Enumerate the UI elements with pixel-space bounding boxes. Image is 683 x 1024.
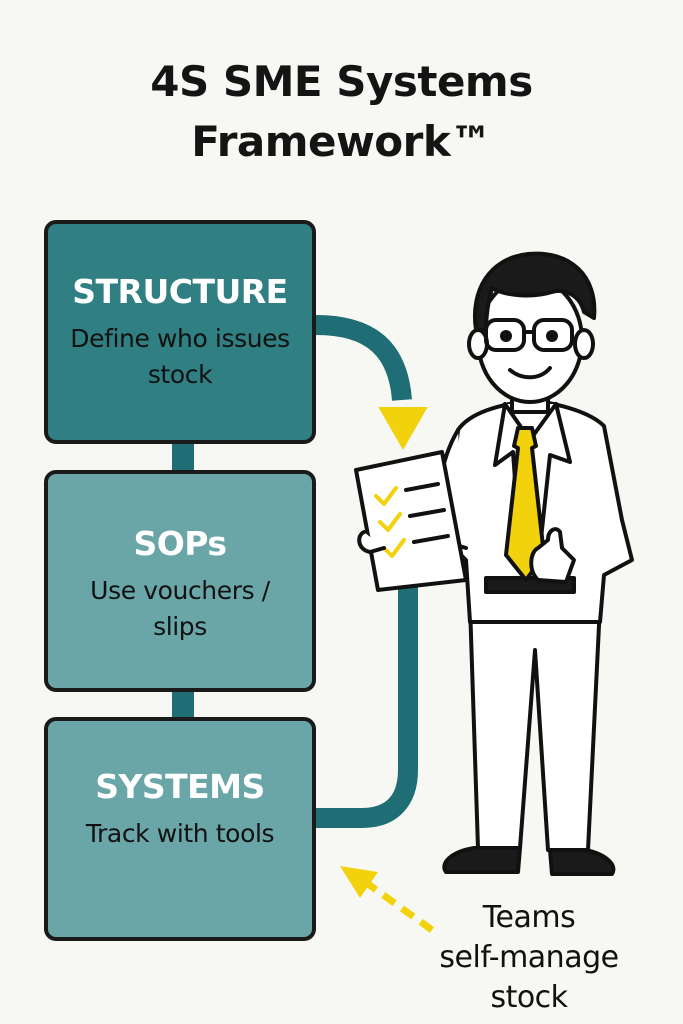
connector-sops-systems [172,689,194,720]
step-box-structure: STRUCTURE Define who issues stock [44,220,316,444]
diagram-title: 4S SME Systems Framework™ [0,52,683,172]
note-line-2: self-manage [439,940,619,975]
consultant-icon [354,251,634,876]
title-line-1: 4S SME Systems [150,57,533,106]
title-line-2: Framework™ [191,117,492,166]
step-description: Use vouchers / slips [90,576,270,641]
note-line-1: Teams [482,900,576,935]
connector-structure-sops [172,441,194,473]
checklist-icon [354,450,468,592]
step-description: Track with tools [85,819,275,848]
outcome-note: Teams self-manage stock [414,898,644,1018]
step-description: Define who issues stock [70,324,290,389]
flow-loop [315,315,418,828]
step-box-sops: SOPs Use vouchers / slips [44,470,316,692]
step-heading: STRUCTURE [72,272,288,311]
down-arrow-yellow-icon [378,407,428,451]
step-heading: SOPs [133,524,227,563]
step-heading: SYSTEMS [95,767,265,806]
step-box-systems: SYSTEMS Track with tools [44,717,316,941]
note-line-3: stock [490,980,568,1015]
